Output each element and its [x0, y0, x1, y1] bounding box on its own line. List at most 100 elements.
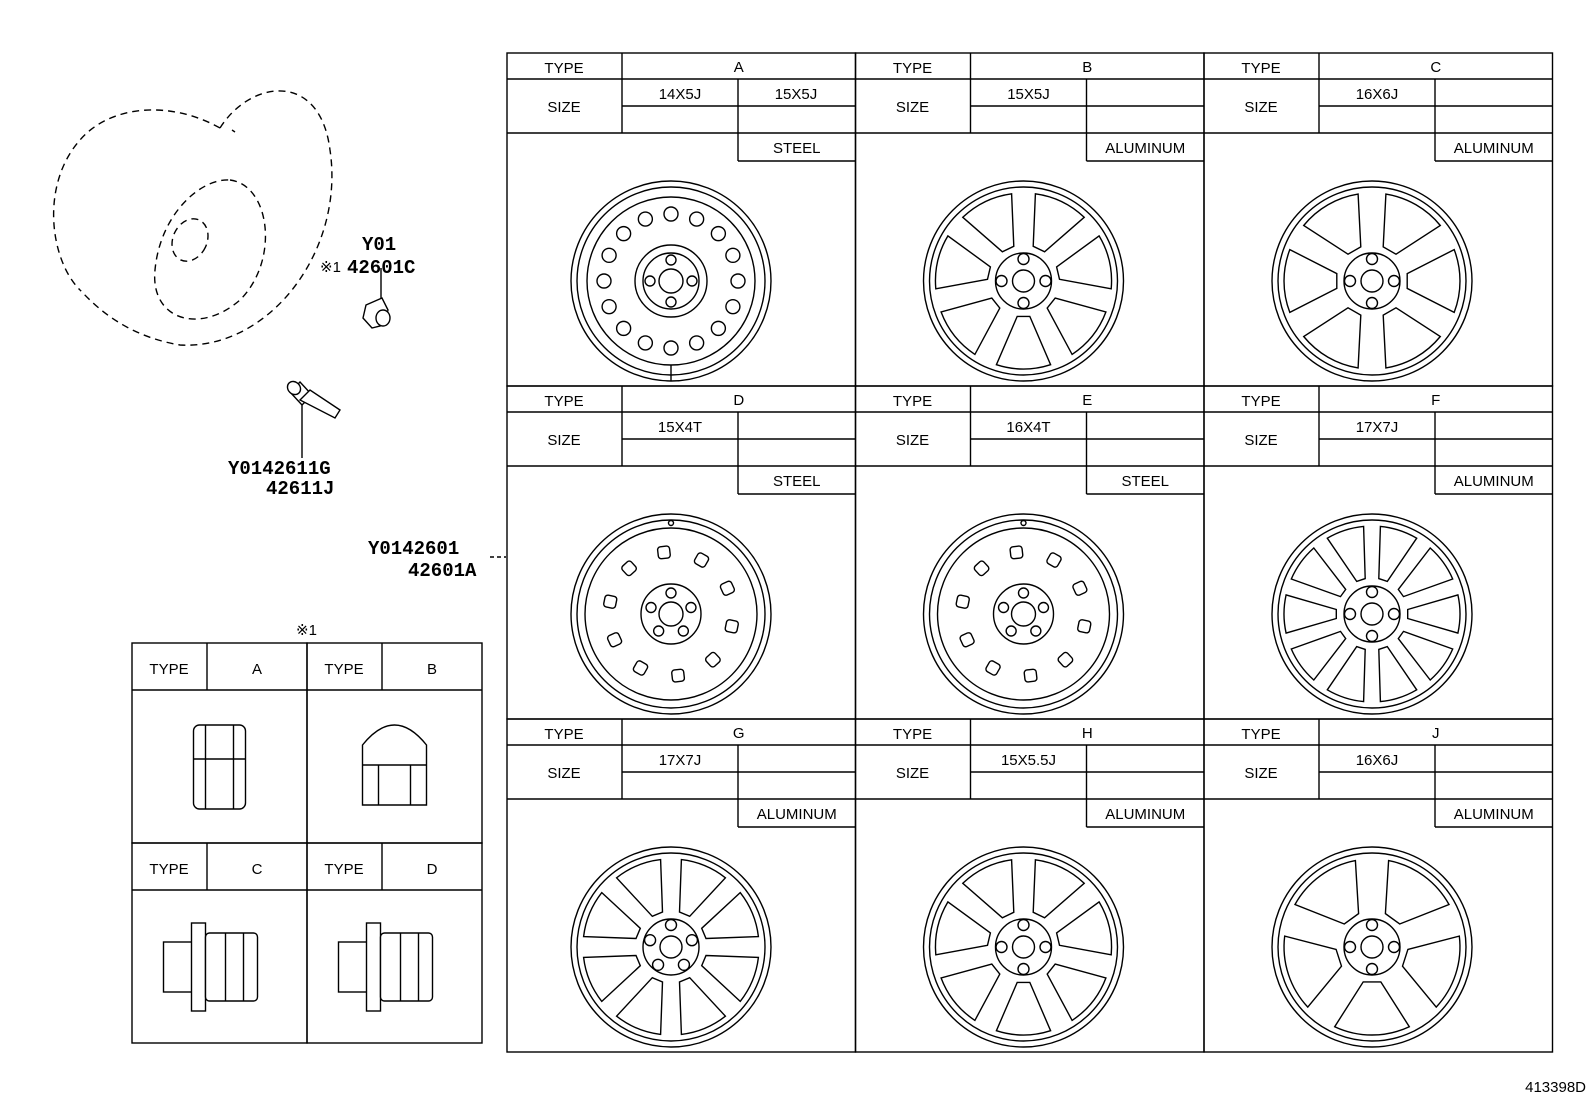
- material-value: ALUMINUM: [1454, 140, 1534, 157]
- spoke-window: [1397, 630, 1454, 682]
- vent-slot: [632, 660, 649, 676]
- wheel-outer-rim: [922, 513, 1125, 715]
- spoke-window: [940, 963, 1001, 1022]
- wheel-inner-rim: [576, 852, 766, 1042]
- hub-ring: [634, 244, 708, 318]
- figure-number: 413398D: [1525, 1079, 1586, 1096]
- spoke-window: [934, 234, 992, 290]
- type-value: J: [1432, 725, 1440, 742]
- size-value: 16X4T: [1006, 419, 1050, 436]
- type-label: TYPE: [544, 726, 583, 743]
- vent-hole: [663, 206, 679, 222]
- nut-drawing-cap-nut: [361, 724, 428, 806]
- wheel-outer-rim: [1271, 180, 1473, 382]
- type-label: TYPE: [324, 861, 363, 878]
- type-label: TYPE: [893, 726, 932, 743]
- size-label: SIZE: [1244, 432, 1277, 449]
- lug-hole: [677, 625, 690, 637]
- lug-hole: [651, 958, 665, 971]
- ornament-code-2: 42601C: [347, 257, 415, 279]
- lug-hole: [1039, 940, 1052, 954]
- spoke-window: [1032, 193, 1086, 253]
- lug-hole: [995, 274, 1008, 288]
- center-bore: [659, 935, 683, 959]
- vent-hole: [710, 320, 727, 337]
- lug-hole: [997, 601, 1010, 614]
- nut-drawing-open-nut: [192, 724, 247, 810]
- vent-slot: [1023, 668, 1038, 683]
- nut-flange: [190, 922, 207, 1012]
- spoke-window: [1290, 546, 1347, 598]
- wheel-outer-rim: [570, 513, 772, 715]
- type-label: TYPE: [893, 60, 932, 77]
- spoke-window: [1384, 859, 1450, 925]
- wheel-inner-rim: [1277, 852, 1467, 1042]
- spoke-window: [940, 297, 1001, 356]
- wheel-inner-rim: [1277, 519, 1467, 709]
- lug-hole: [1387, 940, 1401, 954]
- wheel-outer-rim: [570, 846, 772, 1048]
- spoke-window: [1290, 630, 1347, 682]
- spoke-window: [678, 858, 727, 918]
- lug-hole: [1387, 274, 1401, 288]
- vent-hole: [601, 247, 617, 264]
- type-label: TYPE: [1241, 726, 1280, 743]
- material-value: STEEL: [773, 140, 821, 157]
- spoke-window: [961, 859, 1015, 919]
- nut-hex: [379, 932, 434, 1002]
- spoke-window: [1333, 981, 1411, 1036]
- wheel-face-ring: [936, 527, 1111, 701]
- vent-slot: [606, 632, 623, 648]
- lug-hole: [643, 934, 657, 947]
- vent-hole: [710, 225, 727, 242]
- vent-slot: [955, 594, 970, 609]
- wheel-drawing-steel-holes: [570, 180, 772, 382]
- spoke-window: [1283, 248, 1338, 314]
- type-label: TYPE: [544, 60, 583, 77]
- type-value: H: [1082, 725, 1093, 742]
- wheel-outer-rim: [922, 846, 1125, 1048]
- vent-slot: [973, 560, 990, 577]
- nut-drawing-flange-nut: [337, 922, 434, 1012]
- lug-hole: [1037, 601, 1050, 614]
- spoke-window: [700, 891, 760, 940]
- wheel-drawing-spoke-10: [1271, 513, 1473, 715]
- hub-ring-inner: [642, 252, 700, 310]
- lug-hole: [1365, 629, 1379, 643]
- spoke-window: [1302, 193, 1362, 256]
- nut-flange: [365, 922, 382, 1012]
- wheel-outer-rim: [1271, 513, 1473, 715]
- vent-slot: [671, 668, 686, 683]
- material-value: ALUMINUM: [1105, 140, 1185, 157]
- nut-table-note-mark: ※1: [296, 622, 317, 639]
- vent-hole: [688, 211, 705, 227]
- vent-hole: [725, 298, 741, 315]
- lug-hole: [665, 296, 677, 308]
- spoke-window: [615, 858, 664, 918]
- hub-ring: [640, 583, 702, 645]
- lug-hole: [1039, 274, 1052, 288]
- wheel-drawing-steel-spare: [570, 513, 772, 715]
- lug-hole: [664, 918, 678, 932]
- vent-slot: [1057, 651, 1074, 668]
- spoke-window: [1032, 859, 1086, 919]
- lug-hole: [1365, 296, 1379, 310]
- spoke-window: [1046, 297, 1107, 356]
- ornament-code-1: Y01: [362, 234, 396, 256]
- cell-border: [306, 842, 483, 1044]
- spoke-window: [700, 954, 760, 1003]
- lug-hole: [686, 275, 698, 287]
- vent-hole: [637, 211, 654, 227]
- material-value: STEEL: [1121, 473, 1169, 490]
- valve-code-2: 42611J: [266, 478, 334, 500]
- wheel-drawing-spoke-7: [922, 180, 1125, 382]
- lug-hole: [1017, 962, 1030, 976]
- cell-border: [1203, 718, 1554, 1053]
- wheel-drawing-spoke-5: [1271, 846, 1473, 1048]
- lug-hole: [1005, 625, 1017, 637]
